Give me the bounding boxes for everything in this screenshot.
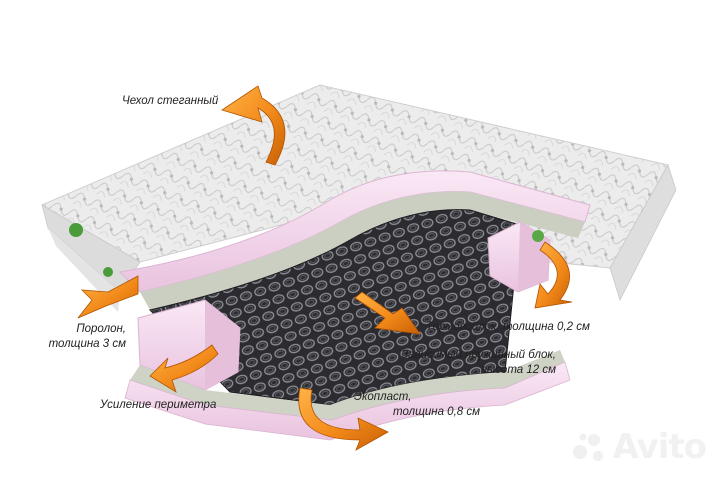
label-foam-line2: толщина 3 см bbox=[48, 338, 126, 350]
watermark-text: Avito bbox=[612, 427, 707, 467]
curved-arrow-icon bbox=[77, 85, 573, 451]
label-foam-line1: Поролон, bbox=[76, 323, 126, 335]
label-spring-line1: Зависимый пружинный блок, bbox=[401, 349, 556, 361]
label-spring-block: Зависимый пружинный блок, высота 12 см bbox=[398, 348, 556, 378]
brand-logo-icon bbox=[69, 223, 544, 277]
label-perimeter: Усиление периметра bbox=[100, 399, 217, 411]
thermal-felt-layer bbox=[140, 191, 585, 310]
label-ecoplast-line2: толщина 0,8 см bbox=[393, 406, 480, 418]
foam-layer bbox=[118, 170, 591, 293]
avito-watermark: Avito bbox=[572, 427, 707, 467]
avito-dots-icon bbox=[573, 433, 604, 461]
label-cover: Чехол стеганный bbox=[122, 95, 219, 107]
label-foam: Поролон, толщина 3 см bbox=[34, 322, 126, 352]
label-ecoplast-line1: Экопласт, bbox=[354, 391, 412, 403]
label-ecoplast: Экопласт, толщина 0,8 см bbox=[340, 390, 480, 420]
label-spring-line2: высота 12 см bbox=[480, 364, 556, 376]
label-thermal-felt: Термовойлок, толщина 0,2 см bbox=[426, 321, 590, 333]
